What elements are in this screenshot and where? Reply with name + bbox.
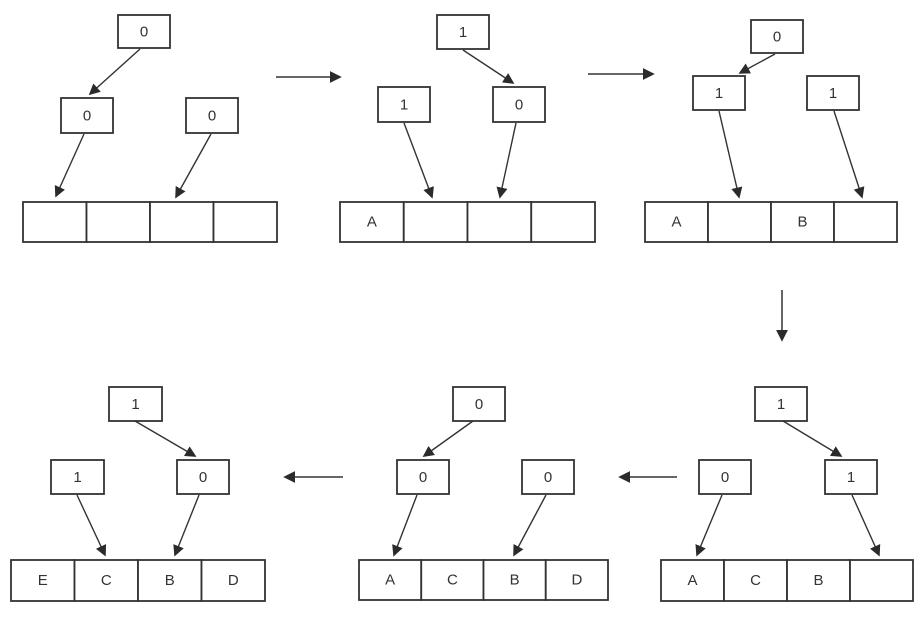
edge-left-node-to-cell <box>54 133 85 198</box>
left-node-box <box>692 75 746 111</box>
left-node-box <box>50 459 105 495</box>
step-1-diagram: 0 0 0 <box>22 14 278 243</box>
edge-root-to-right-node <box>462 49 515 84</box>
step-2-diagram: 1 1 0 A <box>339 14 596 243</box>
array-cell-label: B <box>510 572 520 589</box>
edge-right-node-to-cell <box>513 494 547 557</box>
left-node-label: 0 <box>83 108 91 125</box>
left-node-label: 1 <box>400 97 408 114</box>
edge-right-node-to-cell <box>173 494 200 557</box>
array-cell <box>137 559 203 602</box>
array-cell <box>707 201 772 243</box>
root-node-box <box>117 14 171 49</box>
array-cell <box>10 559 76 602</box>
root-node-box <box>750 19 804 54</box>
array-cell-label: A <box>367 214 377 231</box>
array-cell-label: D <box>571 572 582 589</box>
edge-left-node-to-cell <box>392 494 418 557</box>
array-cell-label: C <box>101 572 112 589</box>
array-cell-label: B <box>797 214 807 231</box>
array-cell-label: C <box>750 572 761 589</box>
array-cell <box>200 559 266 602</box>
edge-right-node-to-cell <box>496 122 517 199</box>
array-cell <box>402 201 469 243</box>
array-cell-label: B <box>813 572 823 589</box>
left-node-label: 1 <box>715 85 723 102</box>
edge-right-node-to-cell <box>175 133 212 199</box>
array-cell-label: A <box>671 214 681 231</box>
array-cell <box>339 201 405 243</box>
array-cell <box>660 559 725 602</box>
edge-root-to-left-node <box>738 53 776 74</box>
right-node-label: 0 <box>208 108 216 125</box>
array-cell-label: A <box>385 572 395 589</box>
right-node-box <box>806 75 860 111</box>
root-node-label: 1 <box>459 24 467 41</box>
edge-left-node-to-cell <box>76 494 107 557</box>
root-node-label: 0 <box>773 29 781 46</box>
edge-root-to-left-node <box>422 420 474 457</box>
array-cell-label: A <box>687 572 697 589</box>
array-cell <box>149 201 215 243</box>
left-node-box <box>698 459 752 495</box>
right-node-label: 0 <box>199 469 207 486</box>
array-cell-label: C <box>447 572 458 589</box>
array-cell <box>849 559 914 602</box>
right-node-box <box>521 459 575 495</box>
root-node-label: 1 <box>131 396 139 413</box>
left-node-box <box>377 86 431 123</box>
array-cell <box>466 201 533 243</box>
edge-right-node-to-cell <box>851 494 881 557</box>
right-node-label: 0 <box>515 97 523 114</box>
array-cell <box>530 201 596 243</box>
left-node-label: 0 <box>721 469 729 486</box>
array-cell-label: D <box>228 572 239 589</box>
step-3-diagram: 0 1 1 A B <box>644 19 898 243</box>
array-cell <box>420 559 485 601</box>
array-cell <box>833 201 898 243</box>
edge-root-to-right-node <box>134 420 197 457</box>
right-node-box <box>185 97 239 134</box>
edge-root-to-right-node <box>782 420 843 457</box>
root-node-box <box>108 386 163 422</box>
edge-right-node-to-cell <box>833 110 865 199</box>
root-node-label: 1 <box>777 396 785 413</box>
edge-root-to-left-node <box>88 48 141 96</box>
right-node-label: 0 <box>544 469 552 486</box>
array-cell-label: E <box>38 572 48 589</box>
array-cell-label: B <box>165 572 175 589</box>
array-cell <box>358 559 423 601</box>
right-node-label: 1 <box>829 85 837 102</box>
step-4-diagram: 1 0 1 A C B <box>660 386 914 602</box>
root-node-label: 0 <box>475 396 483 413</box>
array-cell <box>22 201 88 243</box>
step-5-diagram: 0 0 0 A C B D <box>358 386 609 601</box>
left-node-box <box>396 459 450 495</box>
step-6-diagram: 1 1 0 E C B D <box>10 386 266 602</box>
array-cell <box>544 559 609 601</box>
left-node-label: 1 <box>73 469 81 486</box>
root-node-box <box>452 386 506 422</box>
edge-left-node-to-cell <box>403 122 434 199</box>
right-node-label: 1 <box>847 469 855 486</box>
array-cell <box>723 559 788 602</box>
array-cell <box>85 201 151 243</box>
root-node-label: 0 <box>140 24 148 41</box>
array-cell <box>770 201 835 243</box>
right-node-box <box>492 86 546 123</box>
edge-left-node-to-cell <box>718 110 743 199</box>
edge-left-node-to-cell <box>695 494 723 557</box>
root-node-box <box>754 386 808 422</box>
root-node-box <box>436 14 490 50</box>
left-node-label: 0 <box>419 469 427 486</box>
right-node-box <box>824 459 878 495</box>
right-node-box <box>176 459 230 495</box>
array-cell <box>212 201 278 243</box>
left-node-box <box>60 97 114 134</box>
